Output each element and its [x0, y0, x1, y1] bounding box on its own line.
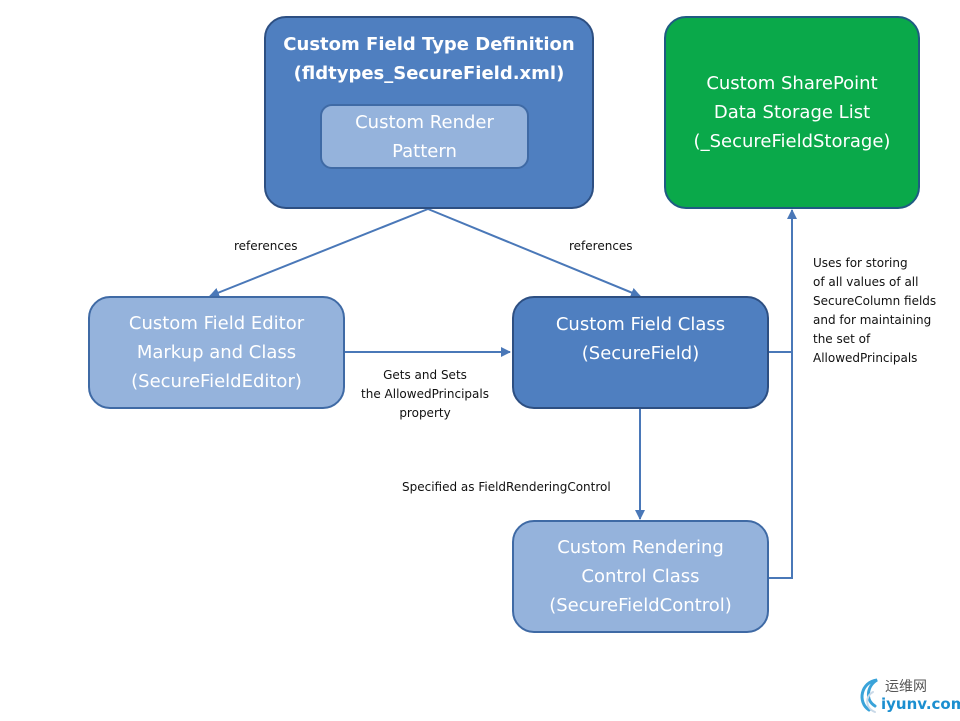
- uses-line4: and for maintaining: [813, 313, 932, 327]
- uses-line6: AllowedPrincipals: [813, 351, 918, 365]
- storage-line2: Data Storage List: [713, 102, 871, 123]
- storage-line1: Custom SharePoint: [706, 73, 878, 94]
- render-pattern-line1: Custom Render: [355, 111, 494, 133]
- watermark-domain: iyunv.com: [881, 695, 960, 713]
- specified-as-label: Specified as FieldRenderingControl: [402, 480, 611, 494]
- definition-title-line2: (fldtypes_SecureField.xml): [293, 63, 565, 84]
- rendering-control-line3: (SecureFieldControl): [549, 595, 732, 616]
- render-pattern-line2: Pattern: [392, 140, 457, 162]
- storage-list-box: Custom SharePoint Data Storage List (_Se…: [664, 16, 920, 209]
- rendering-control-line1: Custom Rendering: [557, 537, 724, 558]
- references-left-label: references: [234, 239, 298, 253]
- gets-sets-line1: Gets and Sets: [383, 368, 467, 382]
- field-editor-box: Custom Field Editor Markup and Class (Se…: [88, 296, 345, 409]
- uses-line5: the set of: [813, 332, 871, 346]
- rendering-control-line2: Control Class: [581, 566, 700, 587]
- uses-line2: of all values of all: [813, 275, 919, 289]
- watermark-logo: 运维网 iyunv.com: [855, 672, 960, 717]
- gets-sets-line2: the AllowedPrincipals: [361, 387, 489, 401]
- field-class-box: Custom Field Class (SecureField): [512, 296, 769, 409]
- references-right-arrow: [427, 208, 641, 298]
- uses-line3: SecureColumn fields: [813, 294, 937, 308]
- references-left-arrow: [209, 208, 429, 298]
- uses-line1: Uses for storing: [813, 256, 908, 270]
- field-class-line1: Custom Field Class: [555, 314, 726, 335]
- editor-line1: Custom Field Editor: [128, 313, 305, 334]
- watermark-swirl-icon: [860, 678, 878, 713]
- field-type-definition-box: Custom Field Type Definition (fldtypes_S…: [264, 16, 594, 209]
- watermark-site-name: 运维网: [885, 679, 927, 695]
- rendering-control-box: Custom Rendering Control Class (SecureFi…: [512, 520, 769, 633]
- field-class-line2: (SecureField): [581, 343, 700, 364]
- gets-sets-line3: property: [399, 406, 451, 420]
- definition-title-line1: Custom Field Type Definition: [283, 34, 575, 55]
- storage-line3: (_SecureFieldStorage): [693, 131, 891, 152]
- editor-line2: Markup and Class: [136, 342, 297, 363]
- editor-line3: (SecureFieldEditor): [131, 371, 302, 392]
- gets-sets-label: Gets and Sets the AllowedPrincipals prop…: [350, 366, 500, 423]
- references-right-label: references: [569, 239, 633, 253]
- render-pattern-box: Custom Render Pattern: [320, 104, 529, 169]
- storage-uses-connector: [768, 209, 797, 579]
- uses-for-storing-label: Uses for storing of all values of all Se…: [813, 254, 936, 368]
